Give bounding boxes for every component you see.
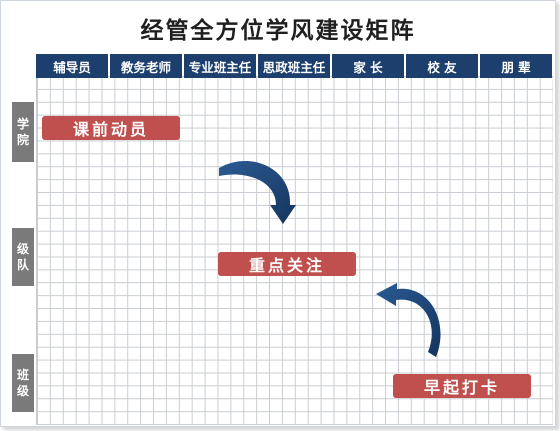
column-header-row: 辅导员 教务老师 专业班主任 思政班主任 家 长 校 友 朋 辈 (36, 54, 552, 78)
column-header-ideology-head-teacher: 思政班主任 (258, 54, 330, 78)
row-label-college-text: 学院 (16, 117, 29, 147)
matrix-grid (36, 76, 553, 425)
column-header-academic-affairs: 教务老师 (110, 54, 182, 78)
stage-morning-check-in: 早起打卡 (393, 374, 531, 398)
row-label-class-text: 班级 (16, 368, 29, 398)
column-header-major-head-teacher: 专业班主任 (184, 54, 256, 78)
curved-arrow-icon (376, 283, 441, 357)
stage-pre-class-mobilization: 课前动员 (42, 116, 180, 140)
row-label-college: 学院 (12, 102, 34, 162)
column-header-counselor: 辅导员 (36, 54, 108, 78)
column-header-alumni: 校 友 (406, 54, 478, 78)
column-header-parents: 家 长 (332, 54, 404, 78)
page-title: 经管全方位学风建设矩阵 (140, 17, 416, 44)
row-label-grade-team: 级队 (12, 228, 34, 286)
row-label-class: 班级 (12, 354, 34, 412)
column-header-peers: 朋 辈 (480, 54, 552, 78)
stage-key-attention: 重点关注 (218, 252, 356, 276)
curved-arrow-icon (219, 160, 296, 224)
row-label-grade-team-text: 级队 (16, 242, 29, 272)
